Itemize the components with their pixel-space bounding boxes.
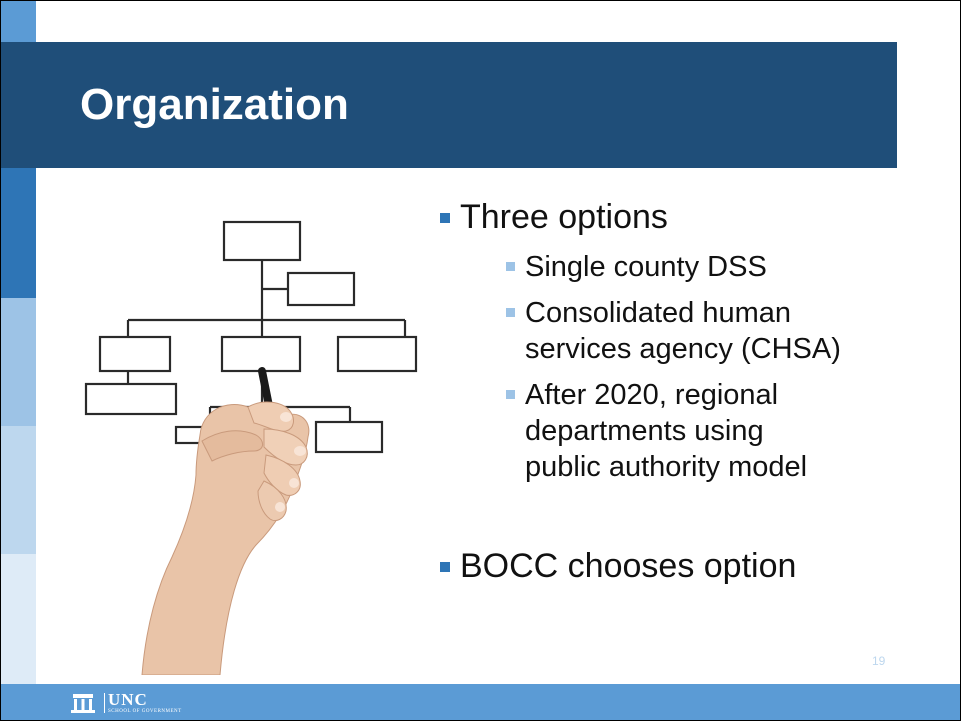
footer-bar	[1, 684, 960, 720]
bullet-text: Three options	[460, 198, 668, 236]
sub-bullet-regional: After 2020, regional departments using p…	[506, 377, 910, 485]
bullet-square-icon	[440, 212, 450, 223]
page-number: 19	[872, 654, 886, 668]
org-chart-illustration	[50, 185, 430, 680]
unc-logo	[68, 692, 105, 714]
left-accent-1	[1, 168, 36, 298]
logo-divider	[104, 693, 105, 713]
left-accent-4	[1, 554, 36, 684]
slide-title: Organization	[80, 80, 349, 129]
sub-bullet-chsa: Consolidated human services agency (CHSA…	[506, 295, 910, 367]
org-chart-hand-drawing-icon	[84, 220, 418, 676]
sub-bullet-square-icon	[506, 308, 515, 317]
left-accent-top	[1, 0, 36, 42]
old-well-icon	[71, 694, 95, 713]
sub-bullet-line: departments using	[525, 415, 764, 447]
sub-bullet-line: Consolidated human	[525, 297, 792, 329]
sub-bullet-line: public authority model	[525, 451, 808, 483]
sub-bullet-line: Single county DSS	[525, 251, 767, 283]
sub-bullet-square-icon	[506, 390, 515, 399]
bullet-text: BOCC chooses option	[460, 547, 797, 585]
bullet-square-icon	[440, 561, 450, 572]
title-band	[1, 42, 897, 168]
sub-bullet-square-icon	[506, 262, 515, 271]
sub-bullet-line: After 2020, regional	[525, 379, 779, 411]
bullet-three-options: Three options	[440, 198, 910, 237]
logo-text: UNC SCHOOL OF GOVERNMENT	[108, 691, 182, 715]
logo-main-text: UNC	[108, 690, 148, 709]
sub-bullet-line: services agency (CHSA)	[525, 333, 841, 365]
bullet-bocc: BOCC chooses option	[440, 547, 910, 586]
left-accent-3	[1, 426, 36, 554]
bullet-list: Three options Single county DSS Consolid…	[440, 198, 910, 586]
logo-sub-text: SCHOOL OF GOVERNMENT	[108, 709, 182, 714]
left-accent-2	[1, 298, 36, 426]
sub-bullet-single-county: Single county DSS	[506, 249, 910, 285]
